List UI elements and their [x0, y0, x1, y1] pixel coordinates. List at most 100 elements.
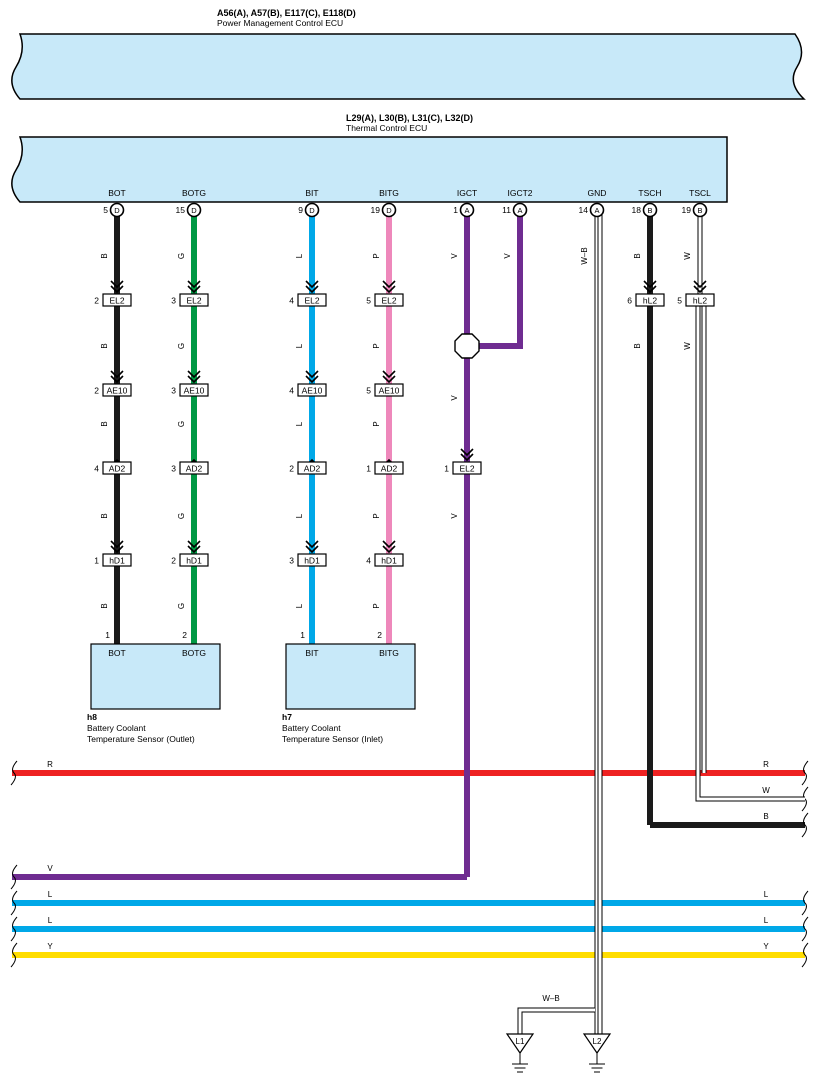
connector-chevron-down-stroke — [187, 545, 201, 554]
sensor-h8-pin-botg: BOTG — [182, 648, 206, 658]
ecu-pin-conn: A — [464, 206, 469, 215]
connector-chevron-down-stroke — [643, 280, 657, 289]
connector-chevron-down — [187, 370, 201, 384]
connector-chevron-down — [382, 370, 396, 384]
wire-label: G — [177, 421, 186, 427]
connector-chevron-down-stroke — [187, 280, 201, 289]
sensor-h8-pin-bot: BOT — [108, 648, 125, 658]
connector-ad2-box — [374, 461, 404, 475]
wire-label: P — [372, 343, 381, 348]
bus-break-right — [801, 916, 809, 942]
wire-label: P — [372, 603, 381, 608]
pins-layer: BOTD5BOTGD15BITD9BITGD19IGCTA1IGCT2A11GN… — [103, 188, 711, 218]
connector-chevron-down-stroke — [187, 370, 201, 379]
connector-hl2-tscl-pin: 5 — [677, 296, 682, 306]
wire-label: V — [450, 395, 459, 401]
connector-ae10-pin: 3 — [171, 386, 176, 396]
main-ecu-box — [11, 136, 728, 203]
sensor-h8-id: h8 — [87, 712, 97, 722]
ecu-pin-conn: D — [386, 206, 392, 215]
connector-chevron-down — [693, 280, 707, 294]
connector-ad2-label: AD2 — [381, 464, 398, 474]
connector-el2-igct-pin: 1 — [444, 464, 449, 474]
ecu-pin-circle — [692, 202, 708, 218]
connector-chevron-down — [460, 448, 474, 462]
connector-ad2: AD2 3 — [171, 461, 209, 475]
connectors-layer: EL22AE102AD24hD111EL23AE103AD23hD122EL24… — [94, 280, 715, 640]
wire-label: L — [295, 253, 304, 258]
connector-hd1-label: hD1 — [381, 556, 397, 566]
bus-break-right — [801, 760, 809, 786]
connector-el2-label: EL2 — [186, 296, 201, 306]
connector-chevron-down-stroke — [643, 285, 657, 294]
connector-chevron-down-stroke — [110, 540, 124, 549]
connector-chevron-down — [305, 280, 319, 294]
ground-l1-label: L1 — [516, 1037, 525, 1046]
connector-chevron-down-stroke — [382, 375, 396, 384]
ground-wire-label: W–B — [542, 994, 559, 1003]
wire-gnd-l1 — [518, 1008, 595, 1034]
wire-label: B — [100, 253, 109, 258]
wire-label: B — [100, 343, 109, 348]
connector-ae10-label: AE10 — [184, 386, 205, 396]
ecu-pin-name: GND — [588, 188, 607, 198]
sensor-pin-number: 1 — [105, 630, 110, 640]
connector-chevron-down — [305, 370, 319, 384]
ecu-pin-number: 11 — [502, 205, 511, 215]
connector-el2-box — [179, 293, 209, 307]
ecu-pin-number: 9 — [298, 205, 303, 215]
main-ecu-code: L29(A), L30(B), L31(C), L32(D) — [346, 113, 473, 123]
ecu-pin-name: IGCT — [457, 188, 477, 198]
connector-hd1-label: hD1 — [186, 556, 202, 566]
ground-l1: L1 — [505, 1033, 535, 1073]
connector-el2-box — [297, 293, 327, 307]
connector-chevron-down-stroke — [110, 285, 124, 294]
bus-label-right: B — [763, 812, 768, 821]
connector-hl2-tscl-box — [685, 293, 715, 307]
connector-ad2-pin: 3 — [171, 464, 176, 474]
connector-chevron-down-stroke — [305, 545, 319, 554]
ecu-pin-gnd: GND A 14 — [579, 188, 607, 218]
connector-chevron-down — [187, 280, 201, 294]
bus-break-left — [10, 890, 18, 916]
sensor-h7-pin-bitg: BITG — [379, 648, 399, 658]
connector-ae10-label: AE10 — [379, 386, 400, 396]
connector-el2-igct-box — [452, 461, 482, 475]
ecu-pin-name: TSCL — [689, 188, 711, 198]
connector-hl2-tscl-label: hL2 — [693, 296, 707, 306]
connector-ad2-label: AD2 — [186, 464, 203, 474]
wire-label: W–B — [580, 247, 589, 264]
bus-label-left: R — [47, 760, 53, 769]
wire-label: B — [100, 513, 109, 518]
wire-label: B — [100, 421, 109, 426]
wire-label: G — [177, 513, 186, 519]
connector-chevron-down-stroke — [187, 375, 201, 384]
sensor-h8-line1: Battery Coolant — [87, 723, 146, 733]
ground-l2-label: L2 — [593, 1037, 602, 1046]
bus-break-right — [801, 942, 809, 968]
connector-ad2-label: AD2 — [304, 464, 321, 474]
bus-label-right: L — [764, 916, 769, 925]
ecu-pin-number: 14 — [579, 205, 589, 215]
ecu-pin-conn: A — [594, 206, 599, 215]
bus-label-right: R — [763, 760, 769, 769]
ecu-pin-conn: A — [517, 206, 522, 215]
ecu-pin-name: BIT — [305, 188, 318, 198]
sensor-h7-box — [285, 643, 416, 710]
wire-label: W — [683, 252, 692, 260]
wire-label: P — [372, 253, 381, 258]
connector-hd1-box — [297, 553, 327, 567]
